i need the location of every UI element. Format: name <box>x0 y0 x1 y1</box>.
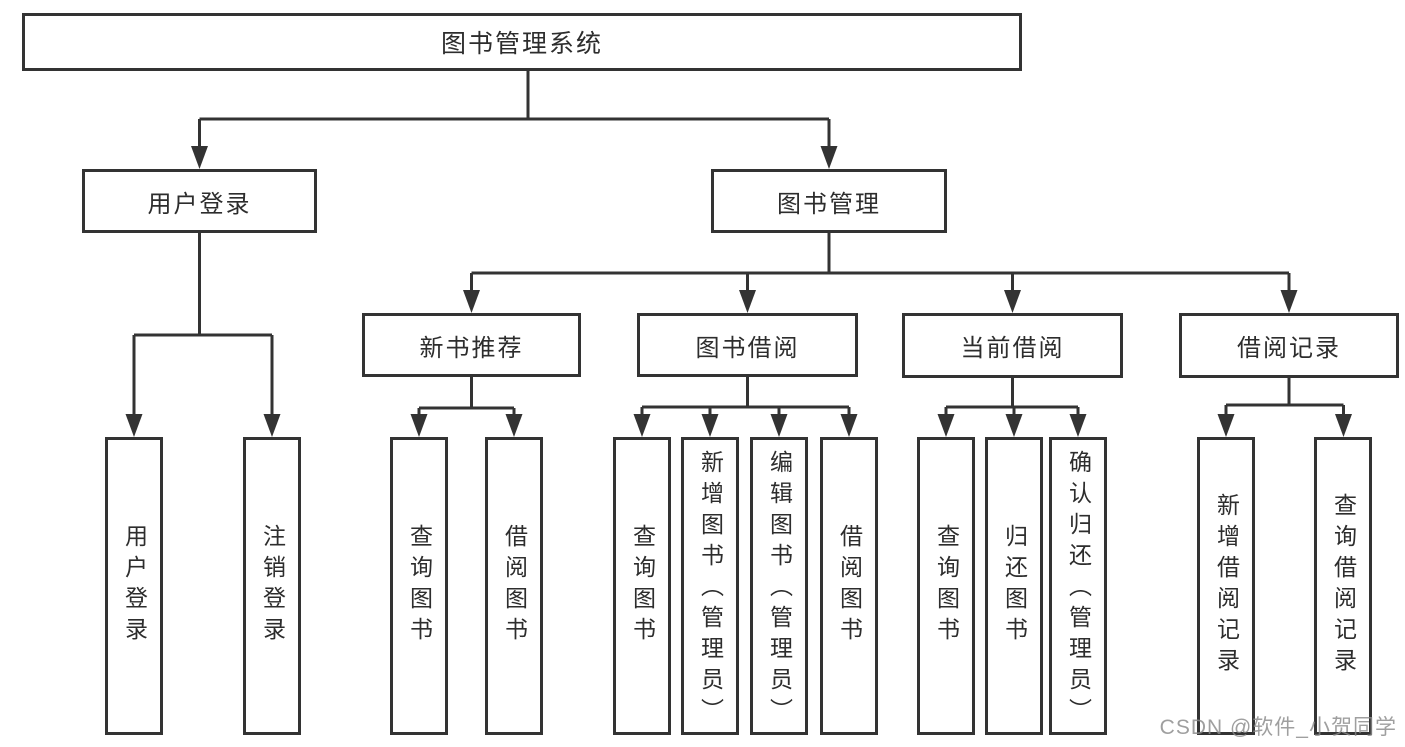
leaf-query-books-recommend: 查询图书 <box>390 437 448 735</box>
leaf-add-borrow-record: 新增借阅记录 <box>1197 437 1255 735</box>
node-book-management: 图书管理 <box>711 169 947 233</box>
leaf-add-book-admin: 新增图书（管理员） <box>681 437 739 735</box>
node-library-management-system: 图书管理系统 <box>22 13 1022 71</box>
leaf-confirm-return-admin: 确认归还（管理员） <box>1049 437 1107 735</box>
node-user-login: 用户登录 <box>82 169 317 233</box>
leaf-return-book: 归还图书 <box>985 437 1043 735</box>
leaf-edit-book-admin: 编辑图书（管理员） <box>750 437 808 735</box>
node-new-book-recommend: 新书推荐 <box>362 313 581 377</box>
leaf-borrow-books-recommend: 借阅图书 <box>485 437 543 735</box>
node-book-borrowing: 图书借阅 <box>637 313 858 377</box>
leaf-query-books-borrow: 查询图书 <box>613 437 671 735</box>
node-current-borrowing: 当前借阅 <box>902 313 1123 378</box>
leaf-query-books-current: 查询图书 <box>917 437 975 735</box>
leaf-user-login: 用户登录 <box>105 437 163 735</box>
leaf-logout: 注销登录 <box>243 437 301 735</box>
csdn-watermark: CSDN @软件_小贺同学 <box>1159 716 1397 739</box>
leaf-borrow-books: 借阅图书 <box>820 437 878 735</box>
leaf-query-borrow-record: 查询借阅记录 <box>1314 437 1372 735</box>
node-borrowing-records: 借阅记录 <box>1179 313 1399 378</box>
